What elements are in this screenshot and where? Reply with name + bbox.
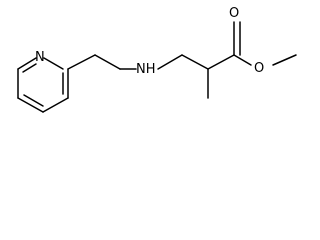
ester-oxygen-label: O (254, 61, 264, 76)
bond-inner-c4-c5 (23, 94, 44, 107)
bond-c6-n (17, 57, 37, 70)
bond-n-c2 (43, 57, 64, 70)
side-chain (67, 21, 297, 99)
bond-ester-o-methyl (272, 54, 297, 66)
pyridine-nitrogen-label: N (35, 50, 45, 65)
bond-ring-ch2 (67, 54, 96, 70)
bond-inner-c6-n (22, 63, 37, 73)
bond-c4-c5 (17, 97, 44, 113)
bond-ch2-ch (181, 54, 209, 70)
bond-c3-c4 (42, 97, 69, 113)
pyridine-ring (17, 57, 69, 113)
bond-ch-carbonyl (207, 54, 235, 70)
bond-ch2-ch2 (94, 54, 121, 70)
structure-canvas: N NH O O (17, 6, 297, 113)
molecule-structure: N NH O O (17, 6, 297, 113)
amine-nh-label: NH (136, 62, 156, 77)
bond-nh-ch2 (157, 54, 183, 70)
carbonyl-oxygen-label: O (229, 6, 239, 21)
bond-carbonyl-ester-o (233, 54, 252, 66)
